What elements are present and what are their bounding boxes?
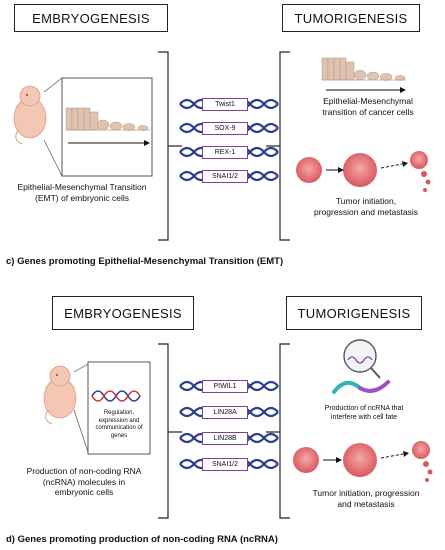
d-embryogenesis-header: EMBRYOGENESIS — [52, 296, 194, 330]
c-embryo-icon — [13, 85, 47, 145]
c-left-caption-line2: (EMT) of embryonic cells — [35, 192, 129, 203]
d-gene-label-snai12: SNAI1/2 — [202, 458, 248, 471]
d-tumorigenesis-header: TUMORIGENESIS — [286, 296, 422, 330]
d-dna-double-helix-icon — [91, 390, 141, 402]
d-left-caption-line2: (ncRNA) molecules in — [42, 476, 126, 487]
c-right-caption-tumor-line1: Tumor initiation, — [335, 196, 397, 206]
c-tumorigenesis-header-text: TUMORIGENESIS — [294, 10, 408, 26]
c-dna-helix-icon — [179, 98, 279, 182]
c-gene-label-sox9: SOX-9 — [202, 122, 248, 135]
c-left-bracket — [158, 51, 169, 241]
c-epithelial-cells-icon — [65, 107, 150, 131]
d-embryo-icon — [43, 365, 77, 425]
d-gene-label-lin28b: LIN28B — [202, 432, 248, 445]
c-left-caption: Epithelial-Mesenchymal Transition (EMT) … — [6, 182, 158, 203]
d-right-caption-ncrna-line2: interfere with cell fate — [330, 414, 398, 421]
d-tumor-cell-icon — [293, 441, 433, 482]
c-gene-label-twist1: Twist1 — [202, 98, 248, 111]
c-gene-label-snai12: SNAI1/2 — [202, 170, 248, 183]
d-inset-caption-line3: communication of — [95, 425, 143, 431]
c-embryogenesis-header: EMBRYOGENESIS — [14, 4, 168, 32]
d-left-caption: Production of non-coding RNA (ncRNA) mol… — [14, 466, 154, 498]
c-zoom-line-bottom — [43, 139, 63, 177]
c-cancer-epithelial-cells-icon — [321, 57, 406, 81]
d-dna-helix-icon — [179, 380, 279, 470]
c-right-caption-emt-line2: transition of cancer cells — [322, 106, 414, 117]
c-zoom-line-top — [43, 77, 63, 93]
d-gene-label-piwil1: PIWIL1 — [202, 380, 248, 393]
d-inset-caption-line1: Regulation, — [103, 410, 135, 416]
d-rna-strand-icon — [332, 380, 390, 394]
d-right-caption-tumor-line1: Tumor initiation, progression — [312, 488, 420, 498]
d-embryogenesis-header-text: EMBRYOGENESIS — [64, 305, 182, 321]
c-tumorigenesis-header: TUMORIGENESIS — [282, 4, 420, 32]
d-right-caption-tumor-line2: and metastasis — [337, 498, 395, 509]
d-right-caption-tumor: Tumor initiation, progression and metast… — [296, 488, 436, 509]
d-inset-caption-line2: expression and — [98, 417, 140, 424]
c-right-caption-tumor: Tumor initiation, progression and metast… — [296, 196, 436, 217]
d-left-caption-line1: Production of non-coding RNA — [26, 466, 142, 476]
d-panel-title: d) Genes promoting production of non-cod… — [6, 534, 278, 545]
c-gene-label-rex1: REX-1 — [202, 146, 248, 159]
c-left-caption-line1: Epithelial-Mesenchymal Transition — [17, 182, 147, 192]
c-right-caption-emt-line1: Epithelial-Mesenchymal — [323, 96, 413, 106]
c-panel-title: c) Genes promoting Epithelial-Mesenchyma… — [6, 256, 284, 267]
d-inset-box — [87, 361, 151, 455]
d-tumorigenesis-header-text: TUMORIGENESIS — [297, 305, 411, 321]
c-tumor-cell-icon — [296, 151, 431, 192]
d-right-caption-ncrna: Production of ncRNA that interfere with … — [304, 404, 424, 422]
d-gene-label-lin28a: LIN28A — [202, 406, 248, 419]
c-embryogenesis-header-text: EMBRYOGENESIS — [32, 10, 150, 26]
d-left-caption-line3: embryonic cells — [54, 487, 114, 497]
c-right-bracket — [279, 51, 290, 241]
c-right-caption-emt: Epithelial-Mesenchymal transition of can… — [306, 96, 430, 117]
d-inset-caption: Regulation, expression and communication… — [88, 410, 150, 440]
d-right-caption-ncrna-line1: Production of ncRNA that — [324, 405, 404, 412]
d-magnifier-icon — [343, 339, 381, 379]
c-right-caption-tumor-line2: progression and metastasis — [314, 206, 418, 217]
d-inset-caption-line4: genes — [110, 432, 128, 439]
